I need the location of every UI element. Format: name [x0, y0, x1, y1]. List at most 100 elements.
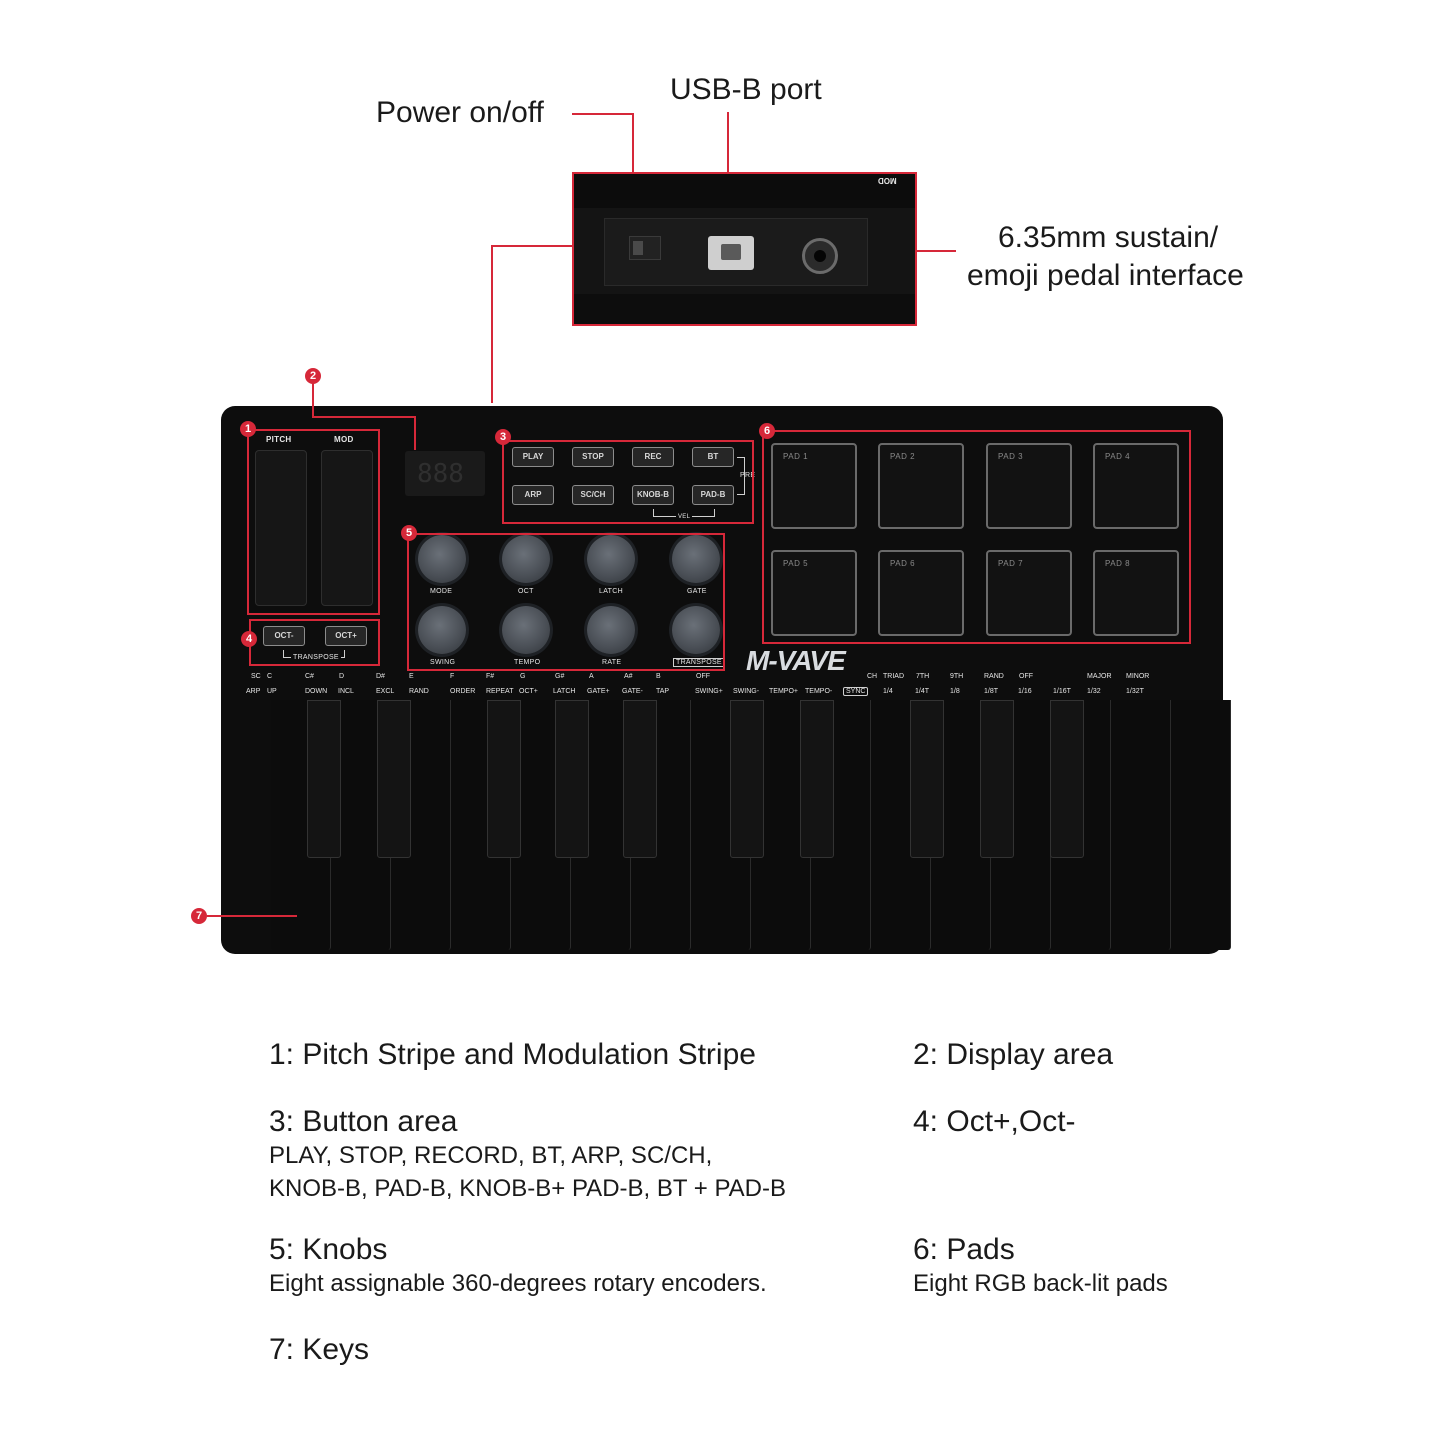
key-label-top-21: MINOR	[1126, 673, 1149, 680]
key-label-bottom-9: LATCH	[553, 688, 575, 695]
black-key[interactable]	[730, 700, 764, 858]
key-label-top-10: A	[589, 673, 594, 680]
badge-2-leader-h	[312, 416, 416, 418]
key-label-bottom-14: SWING-	[733, 688, 759, 695]
sustain-callout-label-line1: 6.35mm sustain/	[998, 221, 1218, 255]
key-label-top-12: B	[656, 673, 661, 680]
key-label-top-15: TRIAD	[883, 673, 904, 680]
inset-mod-label: MOD	[878, 176, 897, 185]
section-6-highlight	[762, 430, 1191, 644]
black-key[interactable]	[910, 700, 944, 858]
key-label-top-8: G	[520, 673, 525, 680]
key-label-bottom-25: 1/32T	[1126, 688, 1144, 695]
usb-b-port	[708, 236, 754, 270]
key-label-top-5: E	[409, 673, 414, 680]
key-label-bottom-2: DOWN	[305, 688, 327, 695]
keyboard	[260, 700, 1213, 950]
badge-6: 6	[759, 423, 775, 439]
key-label-bottom-5: RAND	[409, 688, 429, 695]
key-label-bottom-24: 1/32	[1087, 688, 1101, 695]
section-3-highlight	[502, 440, 754, 524]
key-label-bottom-21: 1/8T	[984, 688, 998, 695]
black-key[interactable]	[1050, 700, 1084, 858]
black-key[interactable]	[800, 700, 834, 858]
badge-2-leader-v2	[414, 416, 416, 450]
badge-5: 5	[401, 525, 417, 541]
badge-3: 3	[495, 429, 511, 445]
desc-1-title: 1: Pitch Stripe and Modulation Stripe	[269, 1038, 756, 1072]
key-label-bottom-22: 1/16	[1018, 688, 1032, 695]
key-label-top-6: F	[450, 673, 454, 680]
inset-connector-v	[491, 245, 493, 403]
black-key[interactable]	[377, 700, 411, 858]
white-key[interactable]	[1171, 700, 1231, 950]
key-label-top-16: 7TH	[916, 673, 929, 680]
power-callout-label: Power on/off	[376, 96, 544, 130]
white-key[interactable]	[1111, 700, 1171, 950]
key-label-bottom-4: EXCL	[376, 688, 394, 695]
display-digits: 888	[417, 459, 464, 489]
key-label-bottom-10: GATE+	[587, 688, 610, 695]
desc-4-title: 4: Oct+,Oct-	[913, 1105, 1076, 1139]
desc-3-line-1: PLAY, STOP, RECORD, BT, ARP, SC/CH,	[269, 1142, 712, 1170]
inset-connector-h	[491, 245, 574, 247]
rear-ports-inset: MOD	[572, 172, 917, 326]
key-label-bottom-8: OCT+	[519, 688, 538, 695]
badge-2-leader-v	[312, 382, 314, 418]
black-key[interactable]	[623, 700, 657, 858]
desc-6-line-1: Eight RGB back-lit pads	[913, 1270, 1168, 1298]
key-label-top-20: MAJOR	[1087, 673, 1112, 680]
black-key[interactable]	[980, 700, 1014, 858]
key-label-top-7: F#	[486, 673, 494, 680]
section-5-highlight	[407, 533, 725, 671]
key-label-bottom-6: ORDER	[450, 688, 475, 695]
inset-top-strip	[574, 174, 915, 208]
section-4-highlight	[249, 619, 380, 666]
section-1-highlight	[247, 429, 380, 615]
key-label-bottom-19: 1/4T	[915, 688, 929, 695]
power-leader-h	[572, 113, 634, 115]
badge-7: 7	[191, 908, 207, 924]
black-key[interactable]	[307, 700, 341, 858]
sustain-callout-label-line2: emoji pedal interface	[967, 259, 1244, 293]
key-label-bottom-17: SYNC	[843, 687, 868, 696]
key-label-top-4: D#	[376, 673, 385, 680]
key-label-top-1: C	[267, 673, 272, 680]
key-label-bottom-1: UP	[267, 688, 277, 695]
key-label-bottom-20: 1/8	[950, 688, 960, 695]
usb-callout-label: USB-B port	[670, 73, 822, 107]
badge-7-leader	[207, 915, 297, 917]
key-label-bottom-7: REPEAT	[486, 688, 514, 695]
desc-3-title: 3: Button area	[269, 1105, 457, 1139]
key-label-top-3: D	[339, 673, 344, 680]
key-label-bottom-0: ARP	[246, 688, 260, 695]
key-label-bottom-15: TEMPO+	[769, 688, 798, 695]
badge-2: 2	[305, 368, 321, 384]
key-label-bottom-18: 1/4	[883, 688, 893, 695]
desc-5-line-1: Eight assignable 360-degrees rotary enco…	[269, 1270, 767, 1298]
desc-6-title: 6: Pads	[913, 1233, 1015, 1267]
key-label-top-11: A#	[624, 673, 633, 680]
key-label-bottom-3: INCL	[338, 688, 354, 695]
power-switch	[629, 236, 661, 260]
badge-4: 4	[241, 631, 257, 647]
desc-2-title: 2: Display area	[913, 1038, 1113, 1072]
key-label-bottom-13: SWING+	[695, 688, 723, 695]
brand-logo: M-VAVE	[746, 645, 845, 677]
key-label-top-13: OFF	[696, 673, 710, 680]
inset-bottom-strip	[574, 294, 915, 324]
key-label-top-9: G#	[555, 673, 564, 680]
key-label-bottom-23: 1/16T	[1053, 688, 1071, 695]
desc-7-title: 7: Keys	[269, 1333, 369, 1367]
key-label-bottom-16: TEMPO-	[805, 688, 832, 695]
key-label-top-19: OFF	[1019, 673, 1033, 680]
black-key[interactable]	[487, 700, 521, 858]
led-display: 888	[405, 451, 485, 496]
key-label-top-17: 9TH	[950, 673, 963, 680]
key-label-top-18: RAND	[984, 673, 1004, 680]
key-label-top-0: SC	[251, 673, 261, 680]
black-key[interactable]	[555, 700, 589, 858]
key-label-bottom-11: GATE-	[622, 688, 643, 695]
key-label-top-2: C#	[305, 673, 314, 680]
desc-5-title: 5: Knobs	[269, 1233, 387, 1267]
